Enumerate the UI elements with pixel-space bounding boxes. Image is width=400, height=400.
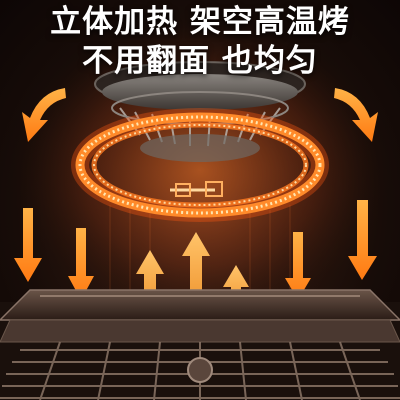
down-arrow-icon xyxy=(348,200,377,280)
down-arrow-icon xyxy=(14,208,42,282)
curved-arrow-icon-left xyxy=(22,88,66,142)
down-arrow-icon xyxy=(285,232,311,300)
up-arrow-icon xyxy=(182,232,210,320)
basket-icon xyxy=(0,289,400,400)
up-arrow-icon xyxy=(136,250,164,320)
headline-line-1: 立体加热 架空高温烤 xyxy=(50,4,350,40)
down-arrow-icons xyxy=(14,200,377,300)
curved-arrow-icon-right xyxy=(334,88,378,142)
headline-line-2: 不用翻面 也均匀 xyxy=(82,43,318,79)
heating-coil-icon xyxy=(71,108,329,222)
down-arrow-icon xyxy=(68,228,94,300)
